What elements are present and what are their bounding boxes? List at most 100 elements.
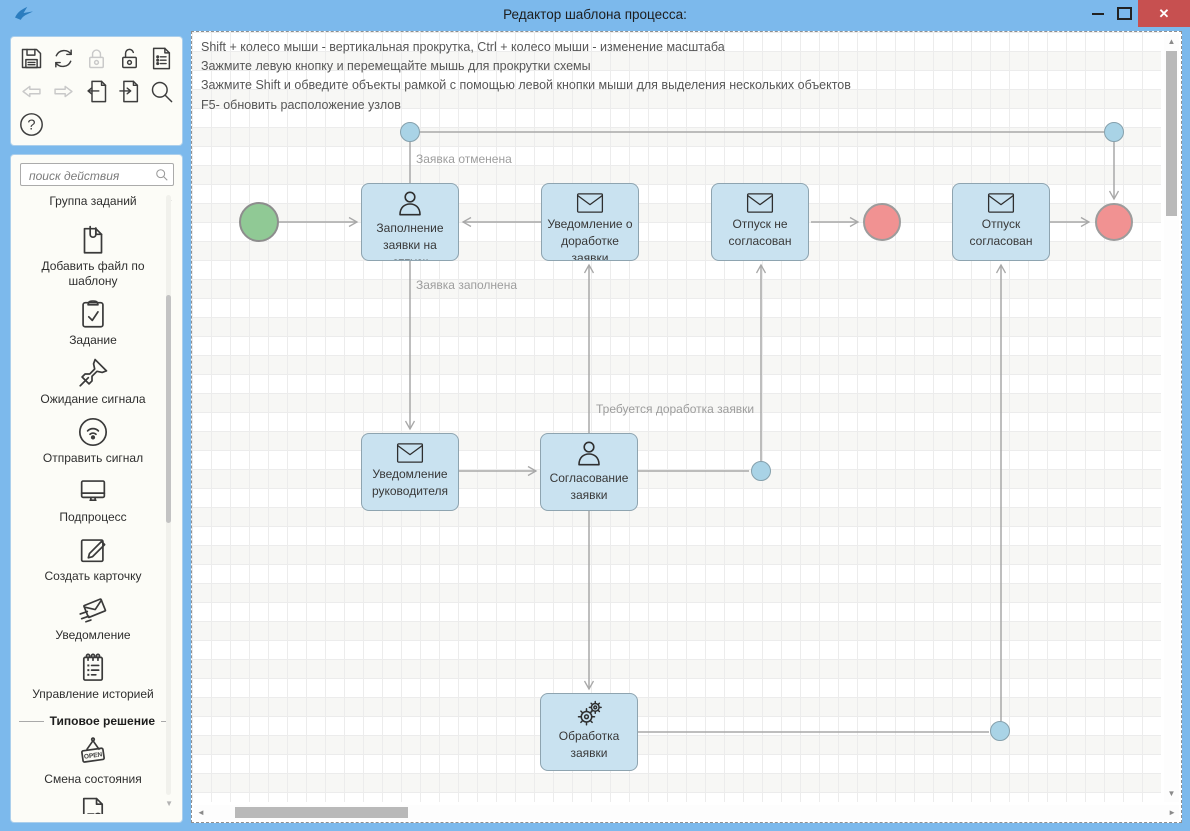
diagram-canvas[interactable]: Shift + колесо мыши - вертикальная прокр…	[191, 31, 1182, 823]
user-icon	[399, 191, 421, 216]
back-button[interactable]	[15, 75, 48, 108]
enter-to-right-button[interactable]	[113, 75, 146, 108]
help-line: Зажмите Shift и обведите объекты рамкой …	[201, 78, 851, 93]
horizontal-scrollbar-thumb[interactable]	[235, 807, 408, 818]
lock-button[interactable]	[80, 42, 113, 75]
action-label: Создать карточку	[44, 569, 142, 583]
edge-label: Требуется доработка заявки	[596, 402, 755, 416]
list-scrollbar-thumb[interactable]	[166, 295, 171, 523]
scroll-down-icon[interactable]: ▼	[1167, 789, 1176, 798]
end-event[interactable]	[1095, 203, 1133, 241]
monitor-icon	[80, 480, 106, 502]
clipboard-check-icon	[82, 300, 104, 328]
list-scroll-down-icon[interactable]: ▼	[165, 799, 173, 808]
action-item-notification[interactable]: Уведомление	[55, 592, 131, 643]
checklist-button[interactable]	[145, 42, 178, 75]
help-button[interactable]: ?	[15, 108, 48, 141]
page-arrow-left-icon	[87, 80, 107, 103]
action-list: Группа заданий Добавить файл по шаблону …	[19, 192, 167, 814]
separator-label: Типовое решение	[49, 714, 155, 728]
connector-node[interactable]	[1104, 122, 1124, 142]
action-item-subprocess[interactable]: Подпроцесс	[59, 474, 127, 525]
action-label: Задание	[69, 333, 117, 347]
task-node-vacation-rejected[interactable]: Отпуск не согласован	[711, 183, 809, 261]
mail-icon	[576, 193, 604, 213]
help-icon: ?	[20, 113, 43, 136]
window-title: Редактор шаблона процесса:	[503, 7, 687, 22]
task-label: Обработка заявки	[558, 729, 620, 760]
action-item-add-file[interactable]: Добавить файл по шаблону	[19, 223, 167, 289]
action-label: Уведомление	[55, 628, 131, 642]
action-item-task[interactable]: Задание	[69, 297, 117, 348]
refresh-button[interactable]	[48, 42, 81, 75]
edge-label: Заявка заполнена	[416, 278, 518, 292]
task-label: Уведомление о доработке заявки	[547, 217, 633, 261]
action-label: Ожидание сигнала	[40, 392, 146, 406]
connector-node[interactable]	[990, 721, 1010, 741]
pencil-square-icon	[80, 539, 106, 563]
vertical-scrollbar[interactable]: ▲ ▼	[1164, 34, 1179, 802]
diagram-edges	[279, 131, 1120, 733]
scroll-up-icon[interactable]: ▲	[1167, 37, 1176, 46]
save-button[interactable]	[15, 42, 48, 75]
toolbar-panel: ?	[10, 36, 183, 146]
list-scrollbar[interactable]	[166, 195, 171, 795]
start-event[interactable]	[239, 202, 279, 242]
action-search-input[interactable]	[27, 166, 151, 185]
checklist-document-icon	[153, 47, 171, 70]
task-node-rework-notification[interactable]: Уведомление о доработке заявки	[541, 183, 639, 261]
pushpin-icon	[79, 358, 108, 387]
action-item-history[interactable]: Управление историей	[32, 651, 154, 702]
lock-icon	[89, 49, 104, 69]
action-label: Группа заданий	[49, 194, 137, 208]
back-arrow-icon	[22, 85, 41, 98]
minimize-button[interactable]	[1084, 0, 1112, 27]
unlock-button[interactable]	[113, 42, 146, 75]
task-label: Отпуск согласован	[969, 217, 1033, 248]
help-line: F5- обновить расположение узлов	[201, 97, 401, 112]
action-item-send-signal[interactable]: Отправить сигнал	[43, 415, 143, 466]
open-sign-icon: OPEN	[81, 737, 105, 763]
actions-sidebar: Группа заданий Добавить файл по шаблону …	[10, 154, 183, 823]
flying-envelope-icon	[79, 598, 107, 623]
action-label: Отправить сигнал	[42, 451, 144, 465]
horizontal-scrollbar[interactable]: ◄ ►	[194, 805, 1179, 820]
svg-text:OPEN: OPEN	[84, 751, 104, 761]
action-item-change-state[interactable]: OPEN Смена состояния	[44, 736, 142, 787]
task-node-manager-notification[interactable]: Уведомление руководителя	[361, 433, 459, 511]
action-item-partial[interactable]	[76, 795, 110, 814]
action-label: Подпроцесс	[59, 510, 127, 524]
task-node-vacation-approved[interactable]: Отпуск согласован	[952, 183, 1050, 261]
help-line: Shift + колесо мыши - вертикальная прокр…	[201, 40, 725, 54]
exit-to-left-button[interactable]	[80, 75, 113, 108]
end-event[interactable]	[863, 203, 901, 241]
connector-node[interactable]	[400, 122, 420, 142]
task-node-fill-request[interactable]: Заполнение заявки на отпуск	[361, 183, 459, 261]
gears-icon	[577, 700, 602, 726]
vertical-scrollbar-thumb[interactable]	[1166, 51, 1177, 216]
edge-label: Заявка отменена	[416, 152, 512, 166]
forward-button[interactable]	[48, 75, 81, 108]
unlock-icon	[121, 48, 137, 69]
scroll-right-icon[interactable]: ►	[1168, 808, 1176, 817]
section-separator: Типовое решение	[19, 714, 167, 728]
save-icon	[21, 48, 42, 69]
action-item-group-tasks[interactable]: Группа заданий	[49, 194, 136, 209]
page-arrow-right-icon	[118, 80, 138, 103]
close-button[interactable]: ✕	[1138, 0, 1190, 27]
maximize-button[interactable]	[1110, 0, 1138, 27]
scroll-left-icon[interactable]: ◄	[197, 808, 205, 817]
mail-icon	[396, 443, 424, 463]
action-item-wait-signal[interactable]: Ожидание сигнала	[40, 356, 146, 407]
zoom-search-button[interactable]	[145, 75, 178, 108]
connector-node[interactable]	[751, 461, 771, 481]
mail-icon	[746, 193, 774, 213]
forward-arrow-icon	[54, 85, 74, 98]
task-node-processing[interactable]: Обработка заявки	[540, 693, 638, 771]
action-item-create-card[interactable]: Создать карточку	[44, 533, 142, 584]
action-search-box	[20, 163, 174, 186]
task-node-approval[interactable]: Согласование заявки	[540, 433, 638, 511]
help-line: Зажмите левую кнопку и перемещайте мышь …	[201, 59, 591, 74]
svg-text:?: ?	[27, 118, 35, 134]
